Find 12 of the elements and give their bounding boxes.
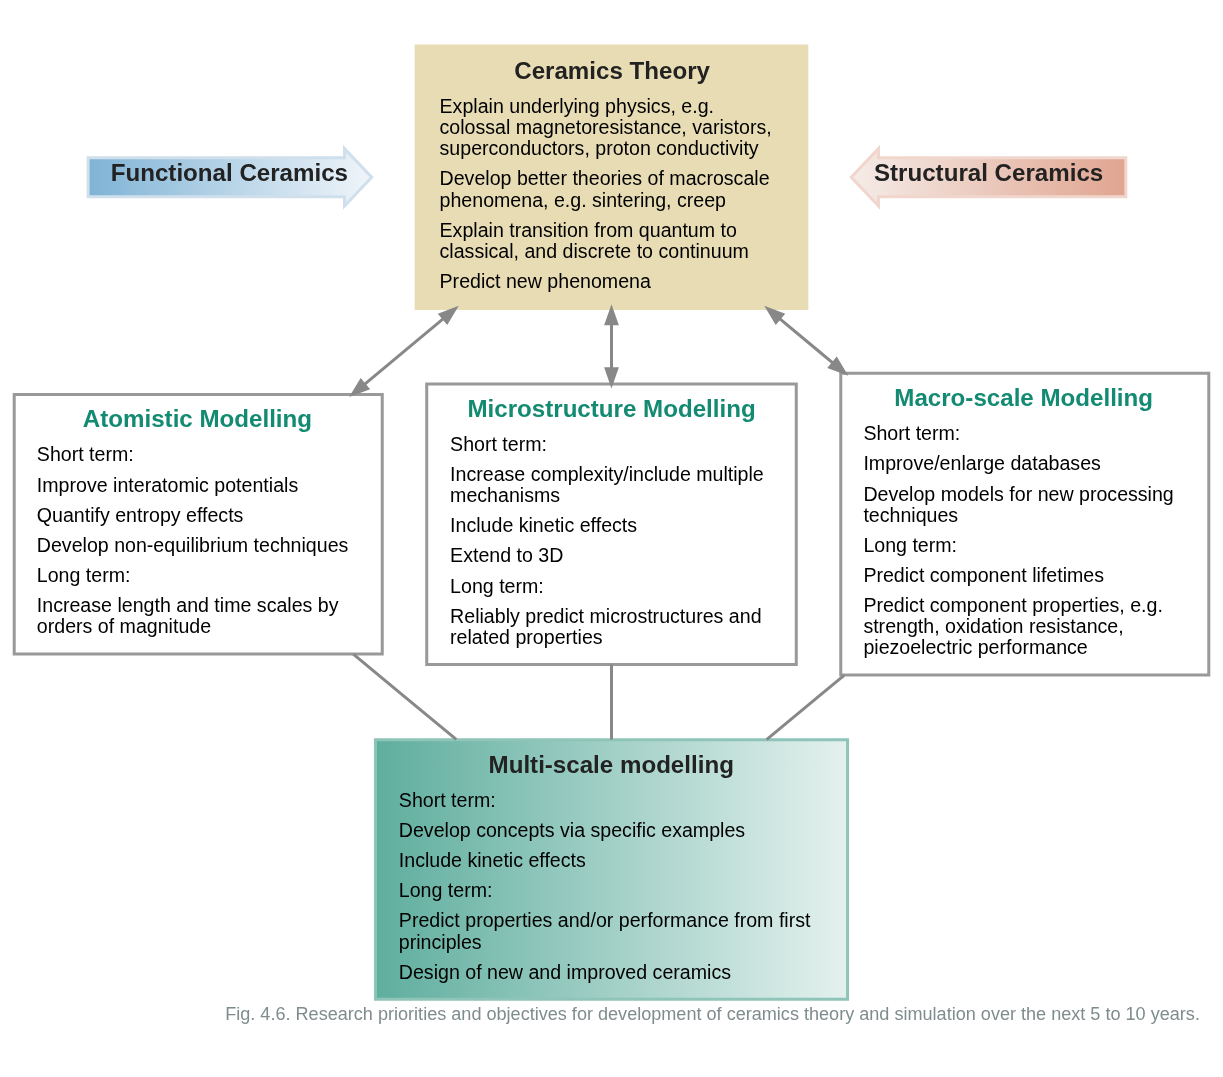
connector [352, 652, 458, 741]
node-box: Atomistic Modelling Short term: Improve interatomic potentials Quantify entropy effects Develop non-equilibrium techniques Long term: Increase length and time scales by orders of magnitude [12, 392, 384, 656]
arrow [349, 305, 459, 398]
node-box: Macro-scale Modelling Short term: Improve/enlarge databases Develop models for new processing techniques Long term: Predict component lifetimes Predict component properties, e.g. strength, oxidation resistance, piezoelectric performance [839, 371, 1211, 677]
arrow [764, 305, 849, 376]
node-box: Multi-scale modelling Short term: Develop concepts via specific examples Include kinetic effects Long term: Predict properties and/or performance from first principles Design of new and improved ceramics [373, 738, 850, 1001]
connector [765, 674, 846, 741]
arrow [604, 304, 619, 389]
node-box: Ceramics Theory Explain underlying physics, e.g. colossal magnetoresistance, varistors, superconductors, proton conductivity Develop better theories of macroscale phenomena, e.g. sintering, creep Explain transition from quantum to classical, and discrete to continuum Predict new phenomena [414, 44, 809, 310]
node-box: Microstructure Modelling Short term: Increase complexity/include multiple mechanisms Include kinetic effects Extend to 3D Long term: Reliably predict microstructures and related properties [425, 382, 798, 666]
caption: Fig. 4.6. Research priorities and objectives for development of ceramics theory and simulation over the next 5 to 10 years. [225, 1003, 1200, 1024]
connector [610, 664, 613, 740]
